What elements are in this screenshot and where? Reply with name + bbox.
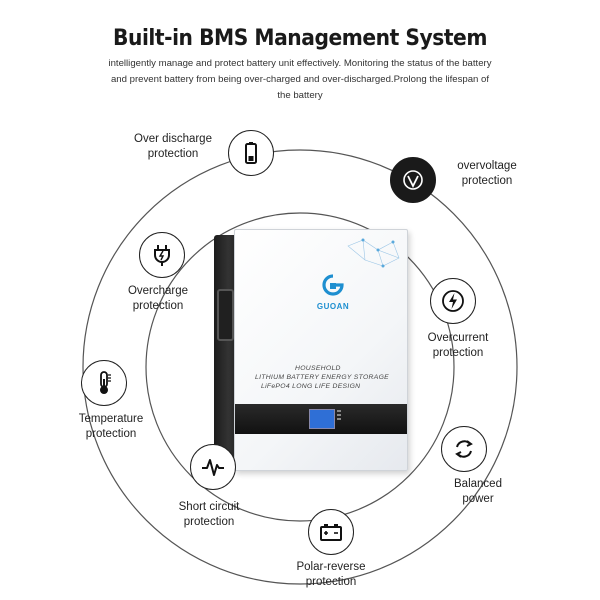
description-line: the battery [277, 90, 323, 101]
label-overcharge: Overcharge protection [113, 284, 203, 314]
inner-ring [145, 212, 455, 522]
label-temperature: Temperature protection [66, 412, 156, 442]
voltage-icon [390, 157, 436, 203]
page-title: Built-in BMS Management System [113, 26, 487, 51]
logo-icon [322, 274, 344, 296]
label-line: protection [147, 148, 199, 160]
thermometer-icon [81, 360, 127, 406]
control-panel [235, 404, 407, 434]
label-line: protection [305, 576, 357, 588]
label-line: Polar-reverse [296, 561, 366, 573]
brand-name: GUOAN [316, 302, 350, 311]
description-line: and prevent battery from being over-char… [110, 74, 490, 85]
outer-ring [82, 149, 518, 585]
label-balanced: Balanced power [446, 477, 510, 507]
battery-text-line: LITHIUM BATTERY ENERGY STORAGE [255, 374, 390, 381]
description-line: intelligently manage and protect battery… [108, 58, 492, 69]
battery-text-line: HOUSEHOLD [295, 365, 341, 372]
pulse-icon [190, 444, 236, 490]
label-line: Temperature [78, 413, 144, 425]
label-line: Short circuit [178, 501, 240, 513]
label-line: protection [432, 347, 484, 359]
label-over-discharge: Over discharge protection [118, 132, 228, 162]
label-line: overvoltage [457, 160, 517, 172]
lightning-icon [430, 278, 476, 324]
label-short-circuit: Short circuit protection [164, 500, 254, 530]
label-overcurrent: Overcurrent protection [416, 331, 500, 361]
plug-icon [139, 232, 185, 278]
label-polar-reverse: Polar-reverse protection [286, 560, 376, 590]
label-line: protection [85, 428, 137, 440]
label-line: protection [132, 300, 184, 312]
battery-front: GUOAN HOUSEHOLD LITHIUM BATTERY ENERGY S… [234, 229, 408, 471]
cycle-icon [441, 426, 487, 472]
label-line: power [462, 493, 494, 505]
label-line: Balanced [454, 478, 502, 490]
battery-icon [228, 130, 274, 176]
label-line: Over discharge [134, 133, 212, 145]
decor-network-icon [347, 238, 400, 268]
battery-handle [217, 289, 234, 341]
battery-product: GUOAN HOUSEHOLD LITHIUM BATTERY ENERGY S… [214, 229, 408, 471]
label-line: protection [183, 516, 235, 528]
label-line: protection [461, 175, 513, 187]
car-battery-icon [308, 509, 354, 555]
description: intelligently manage and protect battery… [70, 56, 530, 104]
label-line: Overcurrent [427, 332, 489, 344]
label-overvoltage: overvoltage protection [450, 159, 524, 189]
lcd-screen [309, 409, 335, 429]
battery-text: HOUSEHOLD LITHIUM BATTERY ENERGY STORAGE… [255, 364, 405, 391]
label-line: Overcharge [127, 285, 189, 297]
indicator-leds [337, 410, 345, 422]
battery-text-line: LiFePO4 LONG LIFE DESIGN [261, 383, 361, 390]
brand-logo: GUOAN [303, 274, 363, 311]
